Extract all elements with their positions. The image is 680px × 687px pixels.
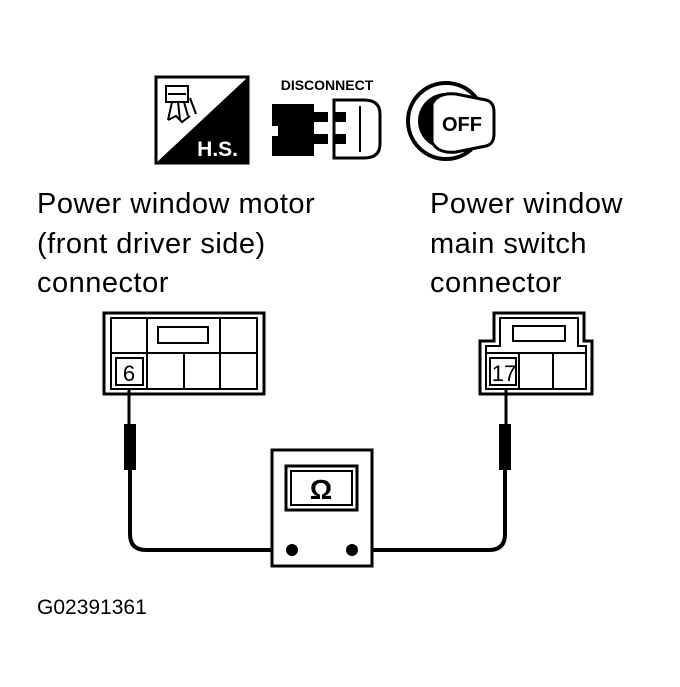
left-probe-lead: [124, 388, 292, 552]
left-connector: [102, 311, 266, 396]
right-connector-label: Power window main switch connector: [430, 188, 624, 299]
meter-terminal-left: [286, 544, 298, 556]
left-label-line-1: Power window motor: [37, 188, 315, 220]
right-label-line-2: main switch: [430, 228, 587, 260]
right-pin-number: 17: [492, 361, 516, 386]
right-label-line-3: connector: [430, 267, 562, 299]
right-connector: [478, 311, 594, 396]
figure-id: G02391361: [37, 596, 147, 619]
ohm-symbol-icon: Ω: [310, 474, 332, 505]
left-label-line-3: connector: [37, 267, 169, 299]
ohmmeter: Ω: [270, 448, 374, 568]
right-label-line-1: Power window: [430, 188, 624, 220]
right-probe-lead: [352, 388, 511, 552]
hs-label: H.S.: [197, 138, 238, 161]
disconnect-label: DISCONNECT: [281, 77, 374, 93]
ignition-off-label: OFF: [442, 114, 482, 136]
left-connector-label: Power window motor (front driver side) c…: [37, 188, 315, 299]
disconnect-icon: DISCONNECT: [272, 77, 382, 160]
connector-sketch-icon: [165, 85, 197, 124]
left-label-line-2: (front driver side): [37, 228, 266, 260]
meter-terminal-right: [346, 544, 358, 556]
ignition-off-icon: OFF: [406, 81, 496, 161]
harness-side-icon: H.S.: [154, 75, 250, 165]
left-pin-number: 6: [123, 361, 135, 386]
